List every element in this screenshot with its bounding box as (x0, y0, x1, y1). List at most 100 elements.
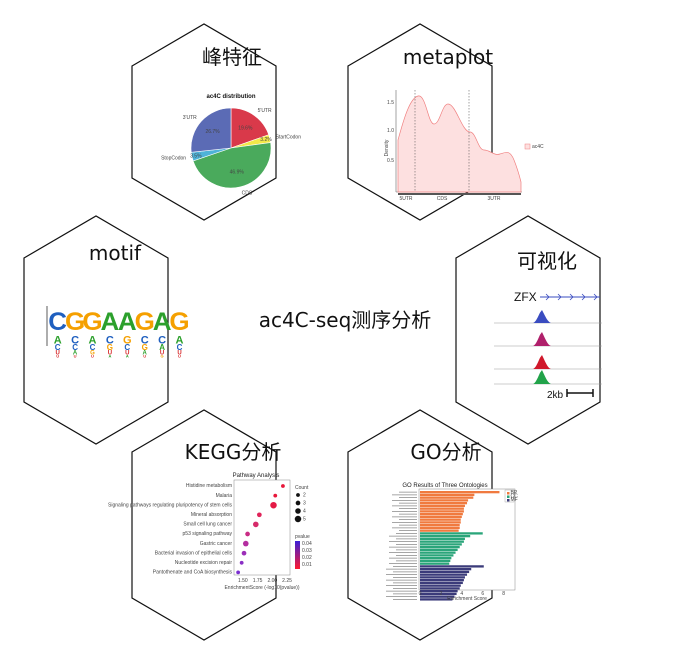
kegg-title: KEGG分析 (185, 440, 282, 464)
go-bar-BP-9 (420, 515, 462, 519)
go-bar-MF-4 (420, 576, 465, 579)
go-bar-BP-2 (420, 496, 474, 499)
go-bar-BP-14 (420, 529, 459, 532)
go-legend-swatch-CC (507, 495, 510, 498)
kegg-xtick-2: 2.00 (267, 578, 277, 584)
kegg-legend-count-dot-0 (296, 493, 300, 497)
go-bar-CC-3 (420, 540, 464, 543)
go-bars (420, 491, 500, 601)
go-legend-swatch-MF (507, 499, 510, 502)
kegg-legend-count-label-0: 2 (303, 493, 306, 499)
kegg-legend-count-dot-3 (294, 515, 302, 523)
hex-kegg (131, 409, 277, 641)
viz-tracks (494, 310, 602, 385)
go-xtick-3: 6 (481, 591, 484, 597)
kegg-dot-plot: Pathway Analysis Histidine metabolismMal… (108, 473, 312, 591)
motif-minor-letter-4-0: G (123, 335, 132, 347)
pie-title: ac4C distribution (206, 94, 255, 100)
motif-minor-letter-6-3: G (161, 354, 164, 359)
kegg-pathway-label-6: Gastric cancer (200, 541, 233, 547)
go-legend-swatch-BP (507, 492, 510, 495)
motif-minor-letter-6-0: C (158, 335, 166, 347)
go-bar-CC-0 (420, 532, 483, 535)
kegg-legend-count-dot-2 (295, 508, 301, 514)
kegg-xlabel: EnrichmentScore (-log10(pvalue)) (224, 585, 299, 591)
go-bar-BP-4 (420, 502, 468, 505)
motif-minor-letter-5-0: C (141, 335, 149, 347)
motif-letter-0: C (48, 309, 67, 336)
kegg-point-4 (253, 521, 259, 528)
viz-genome-tracks: ZFX 2kb (494, 290, 602, 401)
pie-labels: 19.6%5'UTR3.2%StartCodon46.9%CDS3.5%Stop… (161, 108, 301, 196)
kegg-pathway-label-3: Mineral absorption (191, 512, 232, 518)
kegg-pathway-label-2: Signaling pathways regulating pluripoten… (108, 502, 232, 508)
pie-label-1: StartCodon (276, 135, 302, 141)
go-bar-BP-12 (420, 524, 460, 527)
gene-strand-arrow-4 (593, 293, 598, 301)
pie-percent-3: 3.5% (190, 153, 202, 159)
motif-minor-letter-6-1: A (159, 343, 165, 352)
motif-letter-4: A (118, 309, 137, 336)
motif-minor-letter-1-1: C (72, 343, 78, 352)
metaplot-region-5utr: 5UTR (399, 196, 412, 202)
kegg-xtick-1: 1.75 (253, 578, 263, 584)
go-bar-MF-1 (420, 568, 472, 571)
kegg-points (236, 484, 285, 575)
go-bar-CC-2 (420, 537, 465, 541)
kegg-xtick-0: 1.50 (238, 578, 248, 584)
go-xtick-4: 8 (502, 591, 505, 597)
go-bar-CC-10 (420, 559, 451, 563)
kegg-pathway-label-1: Malaria (216, 493, 233, 499)
viz-title: 可视化 (517, 249, 577, 273)
motif-minor-letter-3-1: G (107, 343, 113, 352)
motif-minor-letter-1-3: U (74, 354, 77, 359)
go-bar-BP-8 (420, 513, 463, 516)
go-bar-MF-11 (420, 595, 455, 598)
pie-label-0: 5'UTR (258, 108, 272, 114)
motif-minor-letter-3-2: U (108, 351, 112, 357)
pie-label-4: 3'UTR (183, 115, 197, 121)
kegg-legend-count-dot-1 (295, 500, 301, 506)
go-bar-MF-10 (420, 592, 457, 596)
motif-minor-letter-4-2: U (125, 351, 129, 357)
metaplot-chart: 1.5 1.0 0.5 Density 5UTR CDS 3UTR ac4C (384, 90, 544, 202)
motif-minor-letter-4-1: C (124, 343, 130, 352)
go-title: GO分析 (410, 440, 481, 464)
kegg-point-1 (273, 493, 278, 498)
go-chart-title: GO Results of Three Ontologies (402, 483, 487, 489)
motif-letter-1: G (65, 309, 85, 336)
go-bar-CC-6 (420, 548, 458, 552)
go-bar-MF-3 (420, 573, 468, 576)
kegg-point-2 (270, 501, 277, 509)
kegg-chart-title: Pathway Analysis (233, 473, 280, 479)
pie-percent-0: 19.6% (238, 125, 253, 131)
kegg-legend-pvalue-label-1: 0.03 (302, 548, 312, 554)
motif-letter-3: A (101, 309, 120, 336)
kegg-pathway-label-5: p53 signaling pathway (183, 531, 233, 537)
go-bar-CC-5 (420, 546, 460, 549)
go-xlabel: Enrichment Score (447, 596, 487, 602)
go-ylabel-lines (386, 491, 417, 600)
metaplot-ytick-1: 1.5 (387, 100, 394, 106)
motif-minor-letter-7-2: U (177, 351, 181, 357)
viz-scale-label: 2kb (547, 390, 564, 401)
gene-strand-arrow-1 (557, 293, 562, 301)
go-bar-MF-6 (420, 581, 463, 585)
motif-minor-letter-2-3: U (91, 354, 94, 359)
kegg-point-5 (245, 531, 250, 537)
motif-minor-letter-4-3: A (126, 354, 129, 359)
peak-pie-chart: ac4C distribution 19.6%5'UTR3.2%StartCod… (161, 94, 301, 196)
pie-label-3: StopCodon (161, 155, 186, 161)
center-label: ac4C-seq测序分析 (259, 308, 432, 332)
pie-percent-2: 46.9% (230, 170, 245, 176)
kegg-legend-pvalue-title: pvalue (295, 534, 310, 540)
metaplot-region-3utr: 3UTR (487, 196, 500, 202)
gene-strand-arrow-0 (545, 293, 550, 301)
motif-minor-letter-2-1: C (90, 343, 96, 352)
kegg-legend-count-label-2: 4 (303, 509, 306, 515)
